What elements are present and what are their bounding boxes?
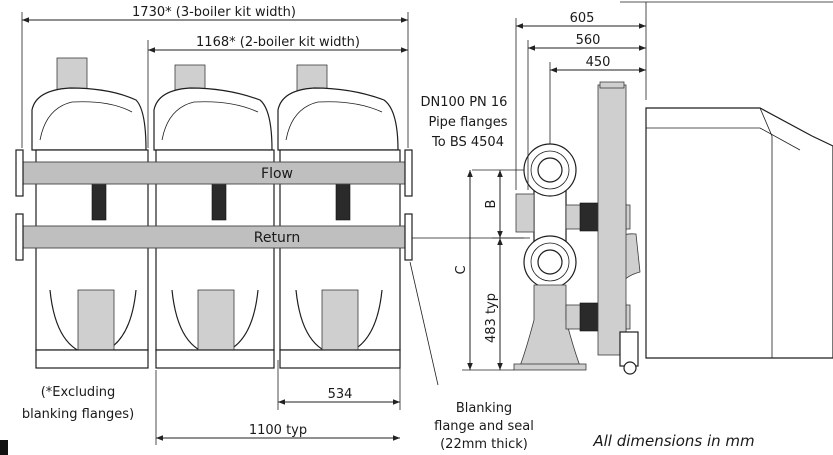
svg-text:450: 450 [586,55,611,70]
dim-side-605: 605 [515,11,646,190]
dim-side-560: 560 [527,33,646,190]
return-header [21,225,409,249]
blanking-note-3: (22mm thick) [440,437,528,452]
right-flange-flow [404,149,413,197]
boiler-front-3 [277,64,401,369]
svg-text:1100 typ: 1100 typ [249,423,307,438]
dim-overall-typ: 1100 typ [155,370,400,445]
blanking-note-2: flange and seal [434,419,534,434]
side-header-column [513,143,587,371]
svg-text:1730* (3-boiler kit width): 1730* (3-boiler kit width) [132,5,296,20]
boiler-front-2 [153,64,275,369]
dim-height-c: C [454,170,514,371]
units-note: All dimensions in mm [592,432,754,450]
return-label: Return [254,230,300,246]
svg-text:483 typ: 483 typ [484,293,499,343]
pipe-flange-note-2: Pipe flanges [429,115,508,130]
dim-boiler-pitch: 534 [277,360,401,410]
boiler-front-1 [31,57,149,369]
excluding-note-2: blanking flanges) [22,407,134,422]
svg-text:534: 534 [328,387,353,402]
svg-text:605: 605 [570,11,595,26]
flow-header [21,161,409,185]
pipe-flange-note-3: To BS 4504 [431,135,504,150]
dim-2-boiler-width: 1168* (2-boiler kit width) [147,35,408,148]
excluding-note-1: (*Excluding [41,385,116,400]
dim-side-450: 450 [549,2,647,144]
corner-mark [0,440,8,455]
side-pipes [565,81,641,375]
svg-text:1168* (2-boiler kit width): 1168* (2-boiler kit width) [196,35,360,50]
dim-3-boiler-width: 1730* (3-boiler kit width) [21,5,409,148]
flow-label: Flow [261,166,293,182]
left-flange-flow [15,149,24,197]
svg-text:C: C [454,265,469,274]
dim-height-483: 483 typ [484,238,503,370]
pipe-flange-note-1: DN100 PN 16 [421,95,508,110]
svg-text:560: 560 [576,33,601,48]
left-flange-return [15,213,24,261]
blanking-flange [404,213,413,261]
svg-text:B: B [484,200,499,209]
side-boiler-casing [645,107,833,359]
blanking-note-1: Blanking [456,401,512,416]
